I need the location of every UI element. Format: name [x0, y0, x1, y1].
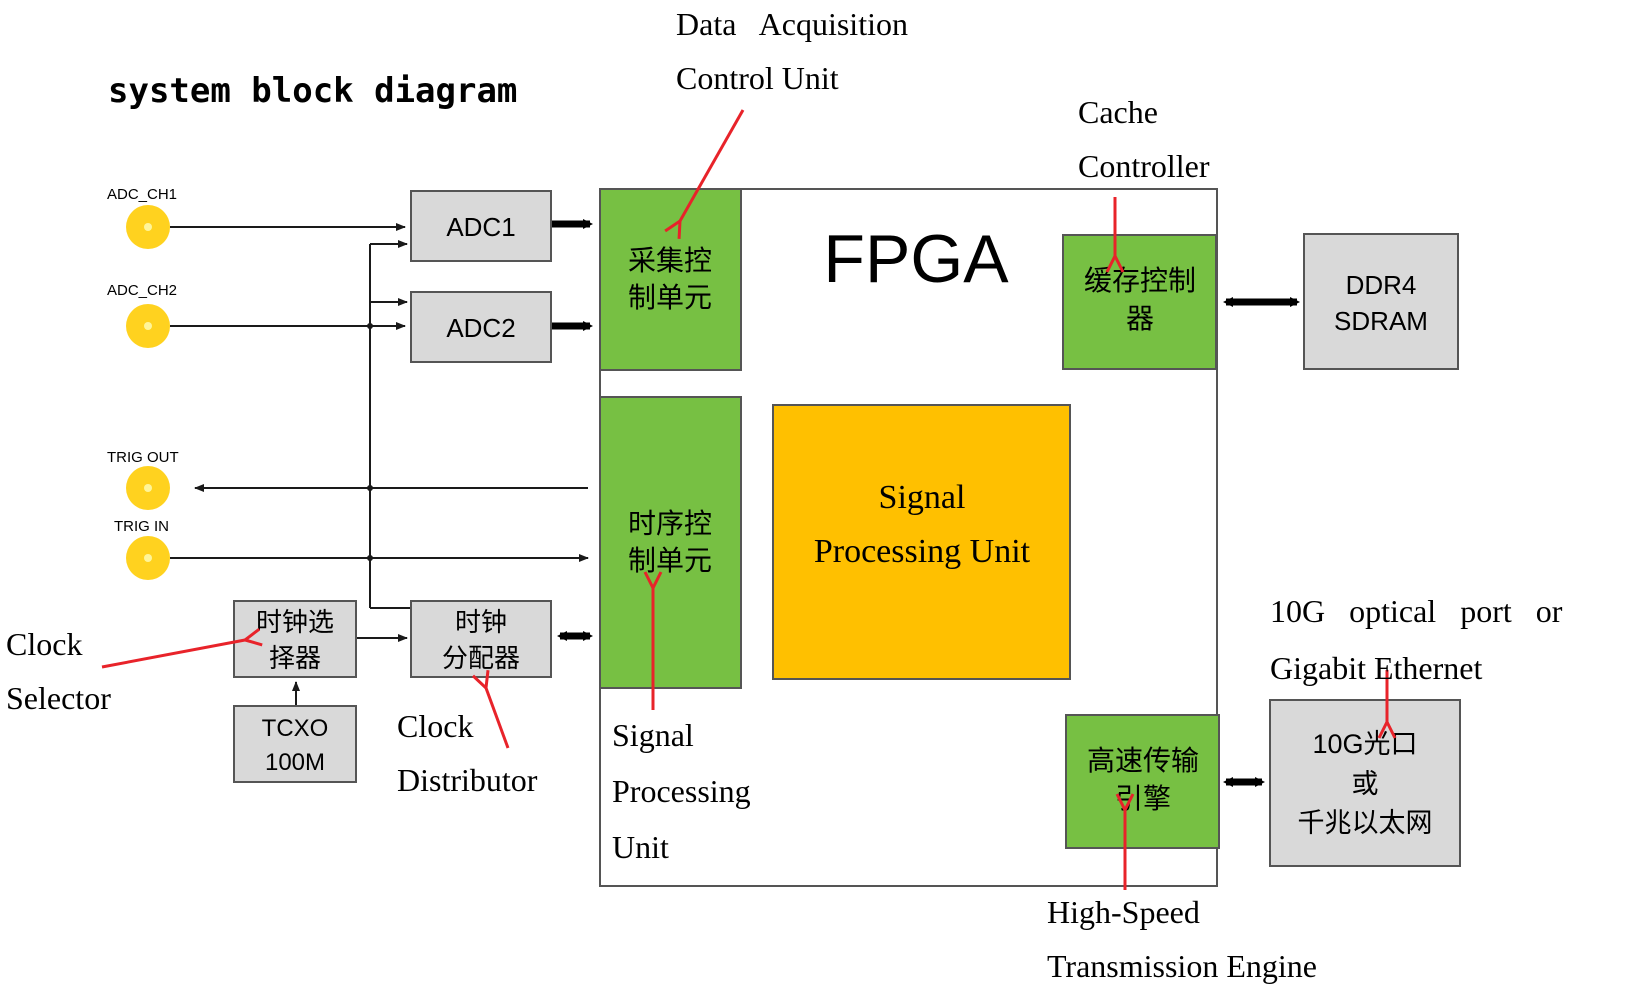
- optical-port-line3: 千兆以太网: [1298, 808, 1433, 838]
- annotation-data-acq: Data Acquisition Control Unit: [676, 6, 908, 96]
- ddr4-block: DDR4 SDRAM: [1303, 233, 1459, 370]
- annotation-cache-line1: Cache: [1078, 94, 1158, 130]
- adc-ch1-connector: ADC_CH1: [107, 186, 177, 249]
- tcxo-line2: 100M: [265, 749, 325, 776]
- acq-control-line2: 制单元: [628, 282, 712, 313]
- annotation-signal-processing-line2: Processing: [612, 773, 751, 809]
- tcxo-line1: TCXO: [262, 715, 329, 742]
- ddr4-line2: SDRAM: [1334, 306, 1428, 336]
- timing-control-line1: 时序控: [628, 508, 712, 539]
- annotation-hs-engine-line2: Transmission Engine: [1047, 948, 1317, 984]
- junction-dot: [367, 485, 373, 491]
- trig-out-connector: TRIG OUT: [107, 449, 179, 510]
- hs-engine-block: 高速传输 引擎: [1065, 714, 1220, 849]
- clock-distributor-block: 时钟 分配器: [410, 600, 552, 678]
- fpga-label: FPGA: [823, 221, 1009, 297]
- optical-port-line1: 10G光口: [1312, 729, 1417, 759]
- timing-control-block: 时序控 制单元: [599, 396, 742, 689]
- ddr4-line1: DDR4: [1346, 270, 1417, 300]
- acq-control-line1: 采集控: [628, 245, 712, 276]
- adc2-label: ADC2: [446, 313, 515, 343]
- adc2-block: ADC2: [410, 291, 552, 363]
- bus-arrows: [552, 219, 1300, 787]
- junction-dot: [367, 555, 373, 561]
- annotation-arrows: [101, 109, 1387, 890]
- annotation-optical: 10G optical port or Gigabit Ethernet: [1270, 593, 1563, 686]
- hs-engine-line1: 高速传输: [1087, 745, 1199, 776]
- annotation-clock-distributor-line2: Distributor: [397, 762, 538, 798]
- annotation-clock-distributor-line1: Clock: [397, 708, 473, 744]
- annotation-clock-selector-line2: Selector: [6, 680, 111, 716]
- annotation-hs-engine-line1: High-Speed: [1047, 894, 1200, 930]
- clock-selector-block: 时钟选 择器: [233, 600, 357, 678]
- hs-engine-line2: 引擎: [1115, 783, 1171, 814]
- signal-processing-line2: Processing Unit: [814, 533, 1031, 570]
- adc-ch1-label: ADC_CH1: [107, 186, 177, 203]
- cache-controller-line2: 器: [1126, 303, 1154, 334]
- annotation-optical-line2: Gigabit Ethernet: [1270, 650, 1482, 686]
- trig-in-label: TRIG IN: [114, 518, 169, 535]
- annotation-data-acq-line1: Data Acquisition: [676, 6, 908, 42]
- trig-out-label: TRIG OUT: [107, 449, 179, 466]
- clock-selector-line1: 时钟选: [256, 607, 334, 637]
- diagram-title: system block diagram: [108, 71, 517, 111]
- annotation-cache-line2: Controller: [1078, 148, 1210, 184]
- annotation-clock-selector-line1: Clock: [6, 626, 82, 662]
- signal-processing-block: Signal Processing Unit: [772, 404, 1071, 680]
- annotation-cache: Cache Controller: [1078, 94, 1210, 184]
- annotation-data-acq-line2: Control Unit: [676, 60, 839, 96]
- adc-ch2-label: ADC_CH2: [107, 282, 177, 299]
- signal-processing-line1: Signal: [879, 479, 966, 516]
- annotation-signal-processing-line3: Unit: [612, 829, 669, 865]
- acquisition-control-block: 采集控 制单元: [599, 188, 742, 371]
- cache-controller-line1: 缓存控制: [1084, 265, 1196, 296]
- annotation-clock-selector: Clock Selector: [6, 626, 111, 716]
- annotation-clock-distributor: Clock Distributor: [397, 708, 538, 798]
- adc1-block: ADC1: [410, 190, 552, 262]
- annotation-signal-processing: Signal Processing Unit: [612, 717, 751, 865]
- clock-distributor-line2: 分配器: [442, 643, 520, 673]
- signal-lines: [170, 223, 589, 705]
- adc1-label: ADC1: [446, 212, 515, 242]
- tcxo-block: TCXO 100M: [233, 705, 357, 783]
- trig-in-connector: TRIG IN: [114, 518, 170, 580]
- cache-controller-block: 缓存控制 器: [1062, 234, 1217, 370]
- adc-ch2-connector: ADC_CH2: [107, 282, 177, 348]
- timing-control-line2: 制单元: [628, 545, 712, 576]
- optical-port-block: 10G光口 或 千兆以太网: [1269, 699, 1461, 867]
- junction-dot: [367, 323, 373, 329]
- annotation-optical-line1: 10G optical port or: [1270, 593, 1563, 629]
- clock-selector-line2: 择器: [269, 643, 321, 673]
- annotation-signal-processing-line1: Signal: [612, 717, 694, 753]
- annotation-hs-engine: High-Speed Transmission Engine: [1047, 894, 1317, 984]
- optical-port-line2: 或: [1352, 769, 1379, 799]
- clock-distributor-line1: 时钟: [455, 607, 507, 637]
